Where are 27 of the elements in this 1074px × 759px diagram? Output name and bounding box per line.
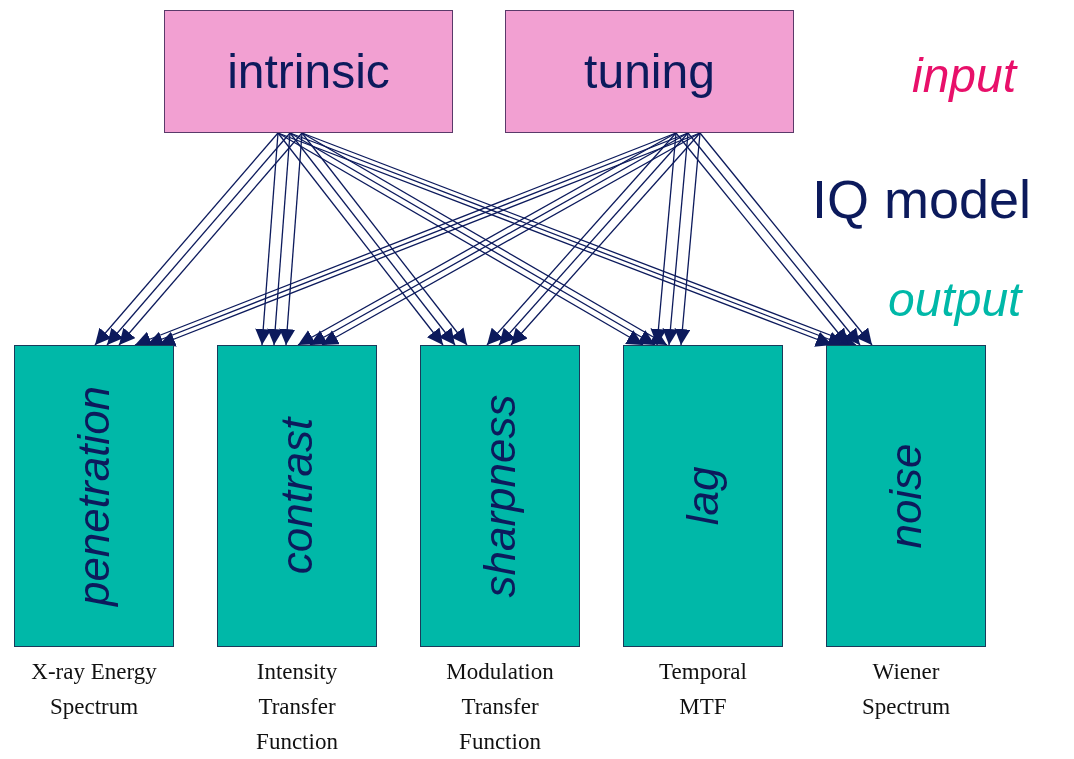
input-label: input: [912, 48, 1017, 103]
output-box: [14, 345, 174, 647]
output-label: penetration: [69, 385, 119, 607]
input-label: tuning: [584, 44, 715, 99]
arrow: [255, 132, 279, 346]
arrow: [674, 132, 701, 346]
box-caption: Wiener Spectrum: [860, 658, 952, 721]
input-label: intrinsic: [227, 44, 390, 99]
input-box: [505, 10, 794, 133]
model-label: IQ model: [812, 168, 1032, 230]
output-label: sharpness: [475, 394, 525, 598]
arrow: [662, 132, 689, 346]
box-caption: Modulation Transfer Function: [445, 658, 555, 756]
output-label: output: [888, 272, 1022, 327]
input-box: [164, 10, 453, 133]
output-label: lag: [678, 466, 728, 526]
output-box: [420, 345, 580, 647]
output-label: noise: [881, 443, 931, 549]
arrow: [279, 132, 303, 346]
output-box: [826, 345, 986, 647]
arrow: [267, 132, 291, 346]
box-caption: X-ray Energy Spectrum: [30, 658, 158, 721]
output-box: [217, 345, 377, 647]
box-caption: Intensity Transfer Function: [255, 658, 339, 756]
output-box: [623, 345, 783, 647]
output-label: contrast: [272, 417, 322, 575]
box-caption: Temporal MTF: [658, 658, 748, 721]
